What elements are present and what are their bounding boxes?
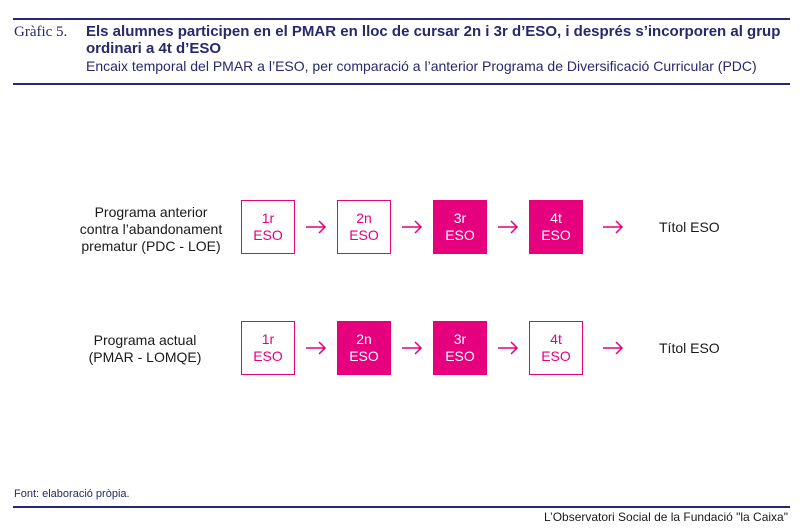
step-course: 2n — [356, 331, 372, 347]
footer-rule — [13, 506, 790, 508]
row-label-line: contra l’abandonament — [79, 221, 223, 237]
arrow-right-icon — [306, 220, 327, 234]
row-label-line: (PMAR - LOMQE) — [88, 349, 202, 365]
step-course: 4t — [550, 210, 562, 226]
step-stage: ESO — [253, 348, 283, 364]
step-box: 1r ESO — [241, 200, 295, 254]
footer-credit: L’Observatori Social de la Fundació "la … — [544, 510, 788, 524]
step-box: 1r ESO — [241, 321, 295, 375]
step-box: 4t ESO — [529, 321, 583, 375]
step-box: 2n ESO — [337, 200, 391, 254]
arrow-right-icon — [498, 341, 519, 355]
source-note: Font: elaboració pròpia. — [14, 488, 130, 500]
step-stage: ESO — [349, 227, 379, 243]
figure-label: Gràfic 5. — [14, 24, 68, 40]
arrow-right-icon — [402, 341, 423, 355]
arrow-right-icon — [498, 220, 519, 234]
outcome-label: Títol ESO — [659, 340, 720, 356]
step-stage: ESO — [349, 348, 379, 364]
arrow-right-icon — [402, 220, 423, 234]
row-label-line: Programa anterior — [94, 204, 208, 220]
step-course: 4t — [550, 331, 562, 347]
step-box: 3r ESO — [433, 321, 487, 375]
step-box: 4t ESO — [529, 200, 583, 254]
step-stage: ESO — [541, 348, 571, 364]
arrow-right-icon — [603, 341, 624, 355]
outcome-label: Títol ESO — [659, 219, 720, 235]
header-bottom-rule — [13, 83, 790, 85]
step-stage: ESO — [445, 348, 475, 364]
figure-subtitle: Encaix temporal del PMAR a l’ESO, per co… — [86, 58, 757, 74]
step-course: 1r — [261, 331, 275, 347]
step-stage: ESO — [541, 227, 571, 243]
row-label-current: Programa actual (PMAR - LOMQE) — [50, 332, 240, 366]
step-course: 2n — [356, 210, 372, 226]
step-course: 3r — [453, 210, 467, 226]
header-top-rule — [13, 18, 790, 20]
row-label-line: Programa actual — [93, 332, 197, 348]
step-stage: ESO — [445, 227, 475, 243]
arrow-right-icon — [306, 341, 327, 355]
row-label-previous: Programa anterior contra l’abandonament … — [56, 204, 246, 255]
step-box: 2n ESO — [337, 321, 391, 375]
arrow-right-icon — [603, 220, 624, 234]
step-stage: ESO — [253, 227, 283, 243]
step-course: 3r — [453, 331, 467, 347]
step-course: 1r — [261, 210, 275, 226]
row-label-line: prematur (PDC - LOE) — [81, 238, 221, 254]
step-box: 3r ESO — [433, 200, 487, 254]
figure-title: Els alumnes participen en el PMAR en llo… — [86, 23, 781, 57]
